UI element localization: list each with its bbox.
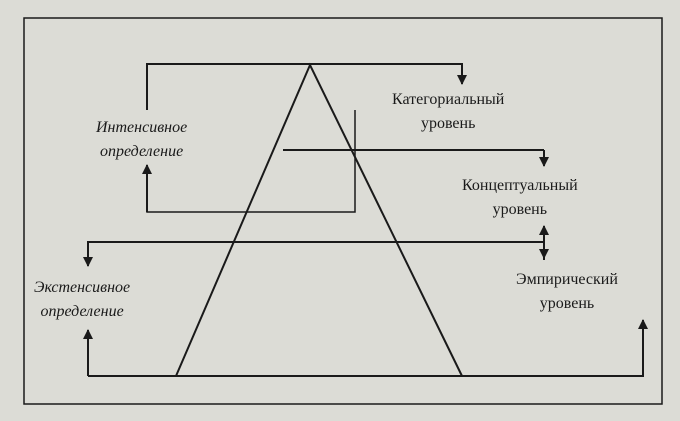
intensive-definition-line-2: определение [99, 143, 184, 160]
empirical-level-line-2: уровень [539, 295, 595, 312]
connector-intensive [146, 110, 356, 213]
extensive-definition-line-2: определение [40, 303, 124, 320]
extensive-definition-line-1: Экстенсивное [34, 279, 131, 296]
conceptual-level-line-2: уровень [492, 201, 548, 218]
intensive-definition-line-1: Интенсивное [96, 119, 188, 136]
conceptual-level-label: Концептуальный уровень [458, 174, 582, 222]
intensive-definition-label: Интенсивное определение [92, 116, 192, 164]
arrow-top-bracket [146, 63, 467, 110]
empirical-level-label: Эмпирический уровень [512, 268, 622, 316]
connector-extensive-top [87, 241, 230, 262]
extensive-definition-label: Экстенсивное определение [30, 276, 135, 324]
frame [23, 17, 663, 405]
categorical-level-line-1: Категориальный [392, 91, 505, 108]
empirical-level-line-1: Эмпирический [516, 271, 618, 288]
categorical-level-label: Категориальный уровень [388, 88, 509, 136]
conceptual-level-line-1: Концептуальный [462, 177, 578, 194]
arrow-bottom-to-empirical [88, 319, 648, 377]
categorical-level-line-2: уровень [420, 115, 476, 132]
